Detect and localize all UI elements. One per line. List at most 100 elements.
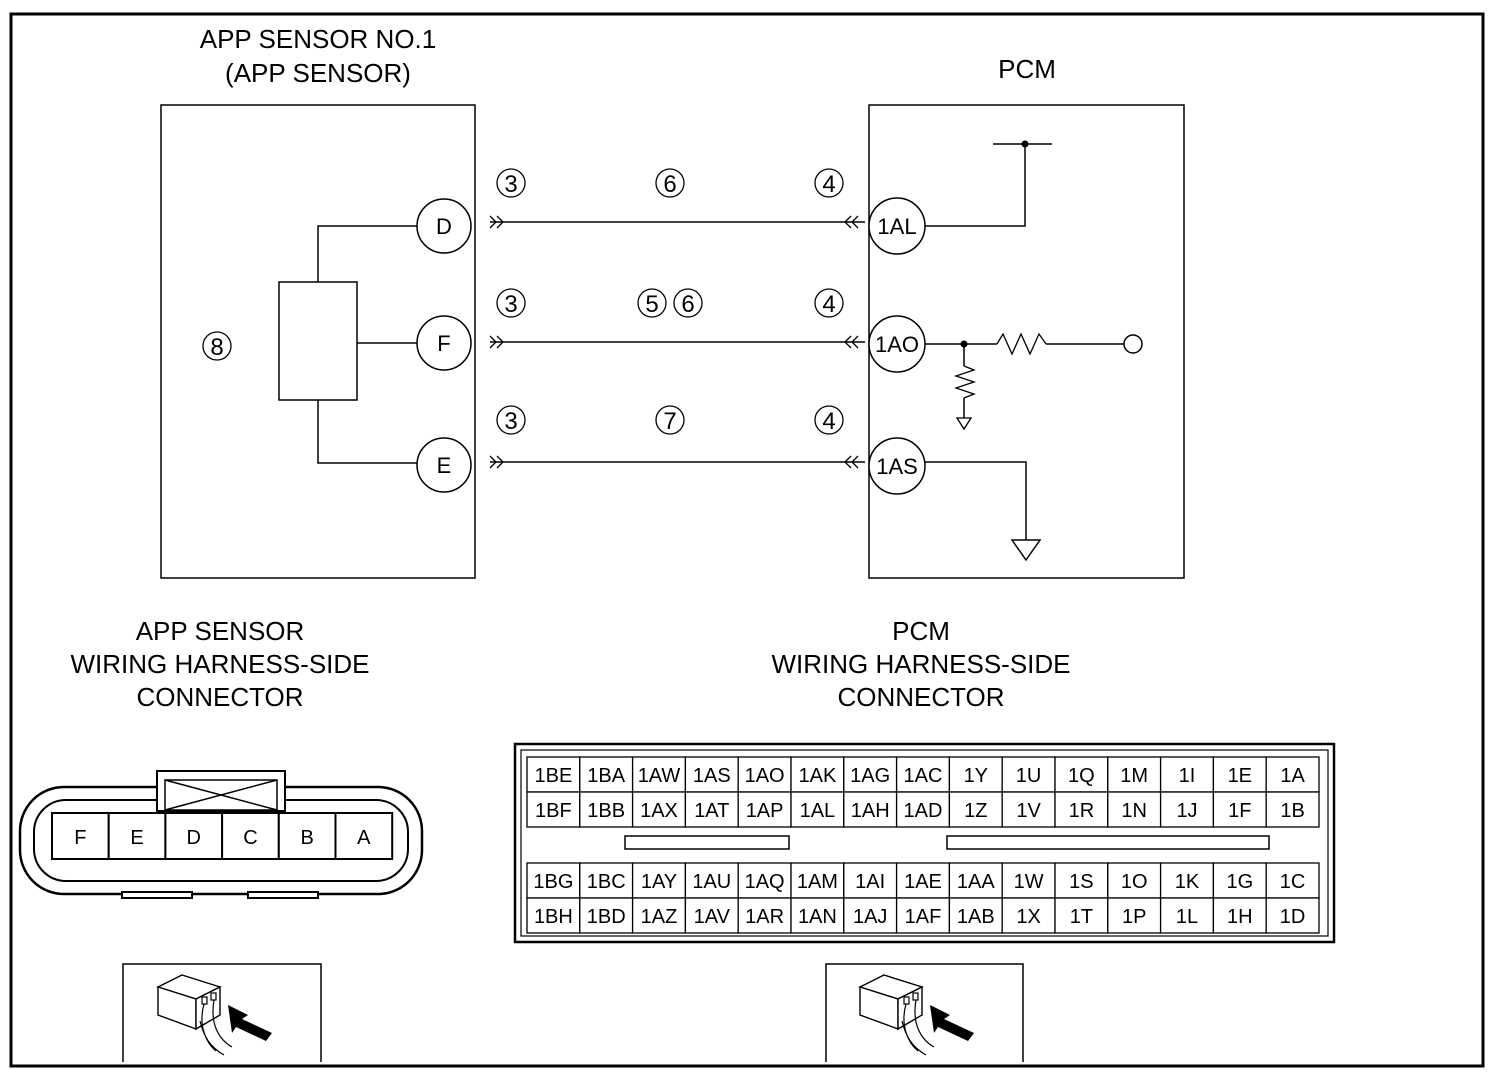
pcm-pin-cell — [1265, 897, 1320, 934]
app-plug-pin-label: B — [300, 827, 313, 849]
pcm-pin-label: 1L — [1176, 906, 1198, 928]
pcm-pin-cell — [1265, 791, 1320, 828]
pcm-pin-label: 1AD — [904, 800, 943, 822]
sensor-side-marker-3-label: 3 — [504, 408, 517, 435]
pcm-pin-cell — [737, 791, 792, 828]
sensor-side-marker-2-label: 3 — [504, 291, 517, 318]
pcm-pin-label: 1T — [1070, 906, 1093, 928]
pcm-pin-label: 1AX — [640, 800, 678, 822]
pcm-pin-label: 1BA — [587, 765, 625, 787]
app-plug-key-left — [121, 891, 193, 899]
pcm-supply-wire — [925, 144, 1026, 227]
pcm-pin-1ao-label: 1AO — [875, 332, 919, 357]
pcm-pin-cell — [790, 756, 845, 793]
pcm-pin-label: 1J — [1176, 800, 1197, 822]
app-connector-title-3: CONNECTOR — [136, 682, 303, 712]
pcm-side-marker-2: 4 — [814, 288, 844, 318]
app-sensor-box — [160, 104, 476, 579]
sensor-pin-f-label: F — [437, 331, 450, 356]
pcm-pin-label: 1AW — [638, 765, 681, 787]
pcm-connector-title-2: WIRING HARNESS-SIDE — [771, 649, 1070, 679]
pcm-pin-label: 1S — [1069, 871, 1093, 893]
pcm-pin-cell — [526, 862, 581, 899]
wire-marker-3-1: 7 — [655, 405, 685, 435]
pcm-side-marker-3-label: 4 — [822, 408, 835, 435]
pcm-pin-label: 1AI — [855, 871, 885, 893]
wire-marker-3-1-label: 7 — [663, 408, 676, 435]
pull-up-resistor — [996, 332, 1047, 356]
pcm-pin-cell — [1265, 756, 1320, 793]
pcm-side-marker-1-circle — [814, 168, 844, 198]
app-sensor-title: APP SENSOR NO.1 — [200, 24, 437, 54]
sensor-side-marker-1: 3 — [496, 168, 526, 198]
sensor-side-marker-1-label: 3 — [504, 171, 517, 198]
sensor-internal-wire-e — [317, 400, 418, 464]
pcm-pin-cell — [948, 897, 1003, 934]
pcm-pin-label: 1P — [1122, 906, 1146, 928]
pull-down-resistor — [953, 365, 977, 399]
pcm-pin-cell — [631, 756, 687, 793]
wire-marker-2-1-label: 5 — [645, 291, 658, 318]
app-plug-cavity — [107, 812, 167, 860]
sensor-pin-e-label: E — [437, 453, 452, 478]
pcm-connector-inner — [520, 749, 1329, 937]
sensor-side-marker-3: 3 — [496, 405, 526, 435]
pcm-pin-label: 1BB — [587, 800, 625, 822]
app-plug-latch-cross-b — [164, 779, 278, 811]
sensor-side-marker-3-circle — [496, 405, 526, 435]
pcm-pin-label: 1AN — [798, 906, 837, 928]
sensor-element — [278, 281, 358, 401]
sensor-pin-f: F — [416, 315, 472, 371]
pcm-pin-label: 1B — [1280, 800, 1304, 822]
pcm-pin-label: 1Q — [1068, 765, 1095, 787]
app-plug-pin-label: E — [130, 827, 143, 849]
wire-marker-1-1: 6 — [655, 168, 685, 198]
pcm-pin-cell — [1107, 862, 1162, 899]
wire-marker-2-1-circle — [637, 288, 667, 318]
pcm-ref-terminal — [1123, 334, 1143, 354]
pcm-pin-cell — [631, 791, 687, 828]
app-plug-latch — [156, 770, 286, 812]
pcm-pin-label: 1AP — [746, 800, 784, 822]
pcm-pin-label: 1BG — [533, 871, 573, 893]
app-connector-title-2: WIRING HARNESS-SIDE — [70, 649, 369, 679]
app-plug-pin-label: A — [357, 827, 371, 849]
pcm-pin-cell — [948, 756, 1003, 793]
pcm-pin-cell — [843, 756, 898, 793]
pcm-pin-label: 1AB — [957, 906, 995, 928]
pcm-pin-cell — [631, 897, 687, 934]
pcm-pin-label: 1V — [1016, 800, 1041, 822]
pcm-pin-label: 1AZ — [641, 906, 678, 928]
sensor-pin-d-label: D — [436, 214, 452, 239]
harness-side-probe-icon — [858, 974, 974, 1056]
pcm-pin-label: 1H — [1227, 906, 1253, 928]
pcm-pin-label: 1W — [1014, 871, 1044, 893]
pcm-pin-label: 1Z — [964, 800, 987, 822]
pcm-ground-wire — [925, 461, 1027, 540]
pcm-pin-cell — [684, 897, 739, 934]
pcm-pin-label: 1AF — [905, 906, 942, 928]
pcm-pin-label: 1AL — [800, 800, 836, 822]
pcm-pin-label: 1AY — [641, 871, 677, 893]
pcm-pin-cell — [684, 862, 739, 899]
pcm-pin-label: 1AK — [798, 765, 836, 787]
pcm-pin-label: 1Y — [964, 765, 988, 787]
body-marker: 8 — [210, 334, 223, 361]
pcm-pin-cell — [684, 756, 739, 793]
pcm-pin-label: 1AE — [904, 871, 942, 893]
sensor-side-marker-1-circle — [496, 168, 526, 198]
pcm-ground-icon — [1010, 539, 1042, 562]
pcm-pin-cell — [843, 791, 898, 828]
pcm-side-marker-2-label: 4 — [822, 291, 835, 318]
pcm-pin-1as-label: 1AS — [876, 454, 918, 479]
pull-down-ground-icon — [955, 417, 973, 431]
pcm-pin-cell — [790, 897, 845, 934]
wire-marker-2-2-circle — [673, 288, 703, 318]
wire-marker-1-1-circle — [655, 168, 685, 198]
outer-frame — [9, 12, 1485, 1068]
